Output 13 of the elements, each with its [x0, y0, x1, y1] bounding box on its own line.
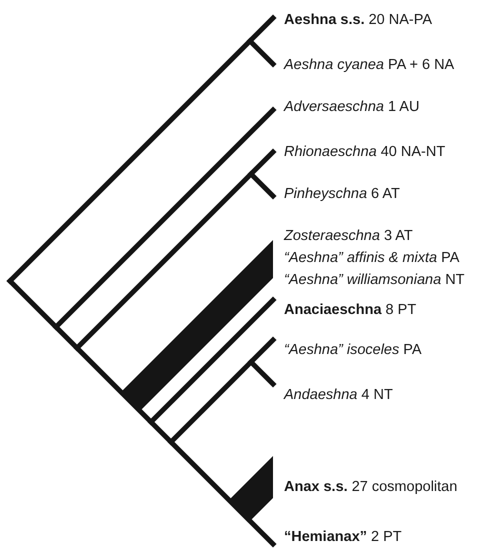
taxon-label: Anaciaeschna 8 PT — [284, 301, 416, 319]
taxon-label: “Hemianax” 2 PT — [284, 528, 402, 546]
taxon-label: Andaeshna 4 NT — [284, 386, 393, 404]
taxon-label: “Aeshna” affinis & mixta PA — [284, 249, 460, 268]
taxon-label: Aeshna s.s. 20 NA-PA — [284, 11, 432, 29]
taxon-label: Rhionaeschna 40 NA-NT — [284, 143, 446, 161]
taxon-label: “Aeshna” williamsoniana NT — [284, 271, 465, 290]
taxon-label: Pinheyschna 6 AT — [284, 185, 400, 203]
taxon-label: Anax s.s. 27 cosmopolitan — [284, 478, 458, 496]
taxon-label: “Aeshna” isoceles PA — [284, 341, 422, 359]
taxon-label: Aeshna cyanea PA + 6 NA — [284, 56, 454, 74]
taxon-label: Adversaeschna 1 AU — [284, 98, 420, 116]
taxon-label: Zosteraeschna 3 AT — [284, 227, 414, 246]
